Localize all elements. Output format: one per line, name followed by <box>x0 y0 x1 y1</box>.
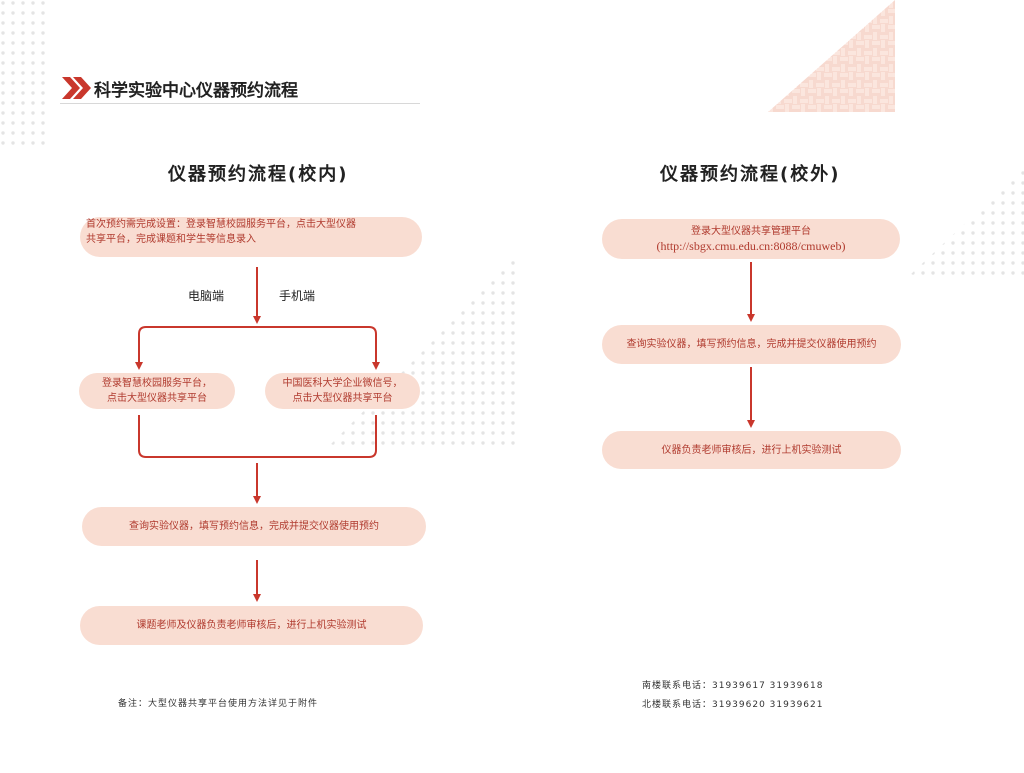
left-mobile-line1: 中国医科大学企业微信号， <box>282 378 403 389</box>
right-step2-box: 查询实验仪器，填写预约信息，完成并提交仪器使用预约 <box>602 325 901 364</box>
left-step3-box: 查询实验仪器，填写预约信息，完成并提交仪器使用预约 <box>82 507 426 546</box>
left-step1-line1: 首次预约需完成设置：登录智慧校园服务平台，点击大型仪器 <box>86 219 356 230</box>
right-step1-url: (http://sbgx.cmu.edu.cn:8088/cmuweb) <box>656 239 846 253</box>
right-step3-box: 仪器负责老师审核后，进行上机实验测试 <box>602 431 901 469</box>
page-title: 科学实验中心仪器预约流程 <box>94 81 298 101</box>
dot-pattern-right <box>910 168 1024 275</box>
left-pc-box: 登录智慧校园服务平台， 点击大型仪器共享平台 <box>79 373 235 409</box>
right-step1-box: 登录大型仪器共享管理平台 (http://sbgx.cmu.edu.cn:808… <box>602 219 900 259</box>
left-step4-box: 课题老师及仪器负责老师审核后，进行上机实验测试 <box>80 606 423 645</box>
left-mobile-box: 中国医科大学企业微信号， 点击大型仪器共享平台 <box>265 373 420 409</box>
contact-north: 北楼联系电话：31939620 31939621 <box>642 700 824 710</box>
left-footnote: 备注：大型仪器共享平台使用方法详见于附件 <box>118 699 319 709</box>
dot-pattern-topleft <box>0 0 48 150</box>
left-pc-line1: 登录智慧校园服务平台， <box>102 378 212 389</box>
left-mobile-line2: 点击大型仪器共享平台 <box>292 393 393 404</box>
branch-label-pc: 电脑端 <box>188 289 225 303</box>
header-divider <box>60 103 420 104</box>
left-step1-box: 首次预约需完成设置：登录智慧校园服务平台，点击大型仪器 共享平台，完成课题和学生… <box>80 217 422 257</box>
branch-split-line <box>138 326 377 366</box>
branch-label-mobile: 手机端 <box>279 289 316 303</box>
branch-merge-line <box>138 415 377 458</box>
left-pc-line2: 点击大型仪器共享平台 <box>107 393 207 404</box>
left-step1-line2: 共享平台，完成课题和学生等信息录入 <box>86 234 256 245</box>
double-chevron-icon <box>62 77 91 99</box>
right-flow-title: 仪器预约流程(校外) <box>660 164 841 185</box>
left-flow-title: 仪器预约流程(校内) <box>168 164 349 185</box>
contact-south: 南楼联系电话：31939617 31939618 <box>642 681 824 691</box>
weave-triangle <box>768 0 895 112</box>
right-step1-line1: 登录大型仪器共享管理平台 <box>691 226 811 237</box>
